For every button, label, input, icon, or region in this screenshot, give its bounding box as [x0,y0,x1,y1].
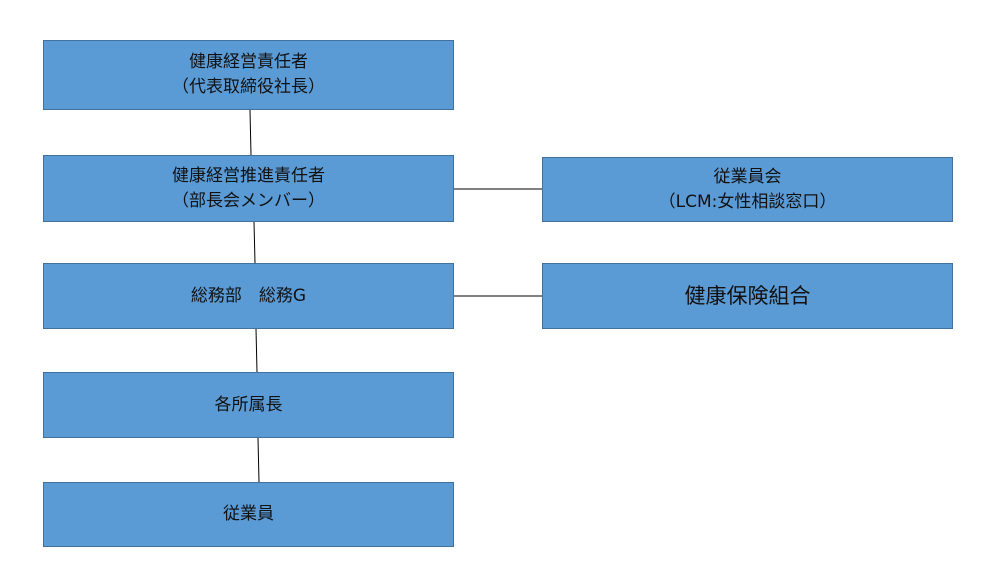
connector-general-to-managers [255,328,258,373]
health-management-officer-subtitle: （代表取締役社長） [172,77,325,97]
employee-council-title: 従業員会 [713,166,782,187]
employees-box: 従業員 [43,482,454,547]
department-managers-box: 各所属長 [43,372,454,438]
connector-promotion-to-general [253,221,256,264]
employees-title: 従業員 [223,504,274,525]
general-affairs-title: 総務部 総務G [190,285,307,306]
employee-council-box: 従業員会 （LCM:女性相談窓口） [542,157,953,222]
health-management-officer-box: 健康経営責任者 （代表取締役社長） [43,40,454,110]
health-management-officer-title: 健康経営責任者 [189,52,308,73]
health-promotion-officer-subtitle: （部長会メンバー） [172,190,325,211]
connector-ceo-to-promotion [249,109,252,156]
health-promotion-officer-title: 健康経営推進責任者 [172,165,325,186]
employee-council-subtitle: （LCM:女性相談窓口） [658,191,837,212]
health-promotion-officer-box: 健康経営推進責任者 （部長会メンバー） [43,155,454,222]
health-insurance-association-title: 健康保険組合 [684,283,811,308]
connector-managers-to-employees [257,437,260,483]
health-insurance-association-box: 健康保険組合 [542,263,953,329]
department-managers-title: 各所属長 [214,394,283,415]
general-affairs-box: 総務部 総務G [43,263,454,329]
